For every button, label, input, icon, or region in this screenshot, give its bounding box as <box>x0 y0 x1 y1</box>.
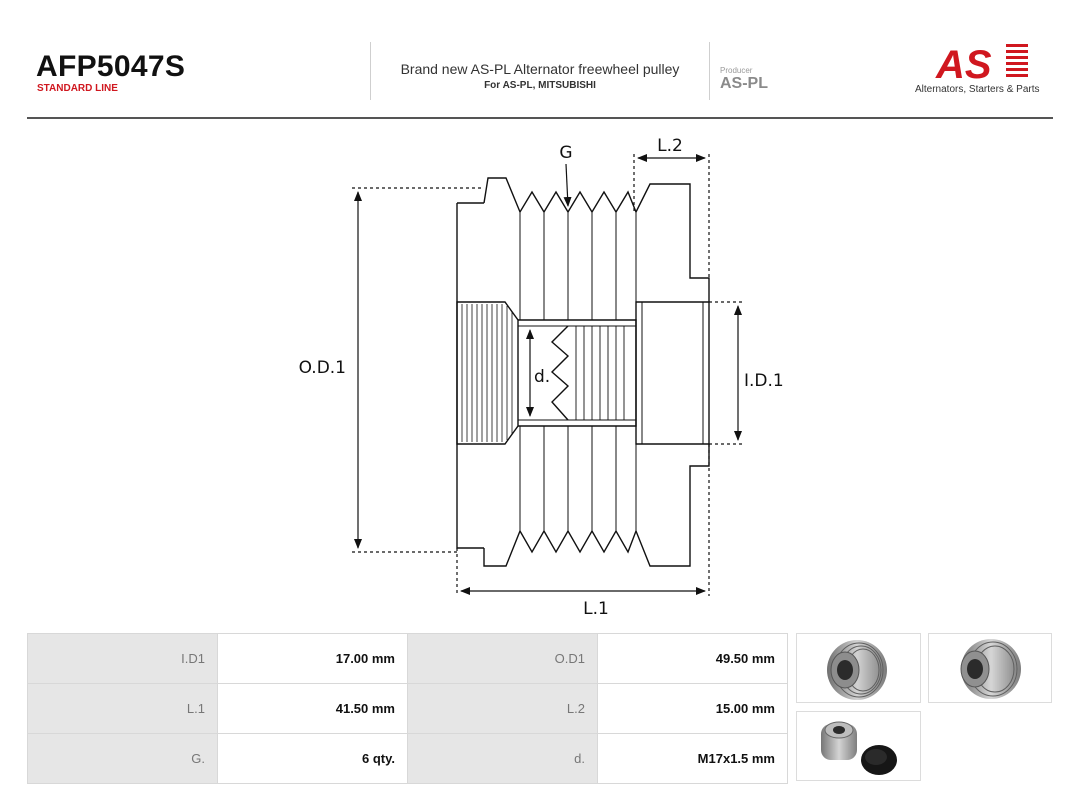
label-id1: I.D.1 <box>744 371 784 391</box>
spec-value: 15.00 mm <box>597 683 788 734</box>
pulley-front-photo-icon <box>827 640 887 700</box>
product-photo-with-cap[interactable] <box>796 711 921 781</box>
product-title: Brand new AS-PL Alternator freewheel pul… <box>400 61 680 77</box>
spec-label: L.1 <box>27 683 218 734</box>
table-row: G. 6 qty. d. M17x1.5 mm <box>27 733 788 784</box>
product-description: Brand new AS-PL Alternator freewheel pul… <box>380 61 700 91</box>
header-divider <box>709 42 710 100</box>
pulley-outline <box>456 177 710 567</box>
producer-block: Producer AS-PL <box>720 66 768 93</box>
spline-teeth <box>461 304 513 442</box>
product-line-label: STANDARD LINE <box>37 83 118 94</box>
product-application: For AS-PL, MITSUBISHI <box>484 80 596 91</box>
spec-value: 6 qty. <box>217 733 408 784</box>
header: AFP5047S STANDARD LINE Brand new AS-PL A… <box>0 0 1080 119</box>
part-number: AFP5047S <box>36 50 186 83</box>
g-leader <box>563 163 572 207</box>
top-groove-profile <box>483 177 710 302</box>
spec-table: I.D1 17.00 mm O.D1 49.50 mm L.1 41.50 mm… <box>27 633 788 784</box>
left-flange <box>456 202 484 549</box>
product-photo-front[interactable] <box>796 633 921 703</box>
pulley-technical-drawing: G L.2 O.D.1 I.D.1 d. L.1 <box>299 136 784 619</box>
dimension-labels: G L.2 O.D.1 I.D.1 d. L.1 <box>299 136 784 619</box>
header-divider <box>370 42 371 100</box>
logo-stripes <box>1006 44 1028 77</box>
label-l2: L.2 <box>657 136 683 156</box>
splined-hub <box>456 301 519 445</box>
label-d: d. <box>534 367 550 387</box>
spec-value: 17.00 mm <box>217 633 408 684</box>
label-l1: L.1 <box>583 599 609 619</box>
thread-profile <box>550 325 570 421</box>
as-pl-logo-icon: AS <box>935 43 1028 87</box>
producer-name: AS-PL <box>720 75 768 92</box>
label-g: G <box>559 143 572 163</box>
pulley-with-cap-photo-icon <box>821 721 897 775</box>
dimension-lines <box>354 154 742 595</box>
bottom-groove-profile <box>483 444 710 567</box>
spec-value: 41.50 mm <box>217 683 408 734</box>
product-photo-angle[interactable] <box>928 633 1052 703</box>
spec-label: I.D1 <box>27 633 218 684</box>
spec-label: O.D1 <box>407 633 598 684</box>
pulley-angle-photo-icon <box>960 639 1021 699</box>
producer-label: Producer <box>720 66 753 75</box>
table-row: L.1 41.50 mm L.2 15.00 mm <box>27 683 788 734</box>
spec-label: L.2 <box>407 683 598 734</box>
logo-tagline: Alternators, Starters & Parts <box>915 84 1040 95</box>
spec-label: G. <box>27 733 218 784</box>
header-rule <box>27 117 1053 119</box>
spec-label: d. <box>407 733 598 784</box>
right-hub <box>635 301 710 445</box>
spec-value: M17x1.5 mm <box>597 733 788 784</box>
groove-lines-bottom <box>519 426 637 531</box>
spec-value: 49.50 mm <box>597 633 788 684</box>
thread-lines <box>575 326 625 420</box>
table-row: I.D1 17.00 mm O.D1 49.50 mm <box>27 633 788 684</box>
dimension-extension-lines <box>352 154 742 596</box>
label-od1: O.D.1 <box>299 358 346 378</box>
groove-lines-top <box>519 212 637 320</box>
logo-lettering: AS <box>935 43 992 87</box>
